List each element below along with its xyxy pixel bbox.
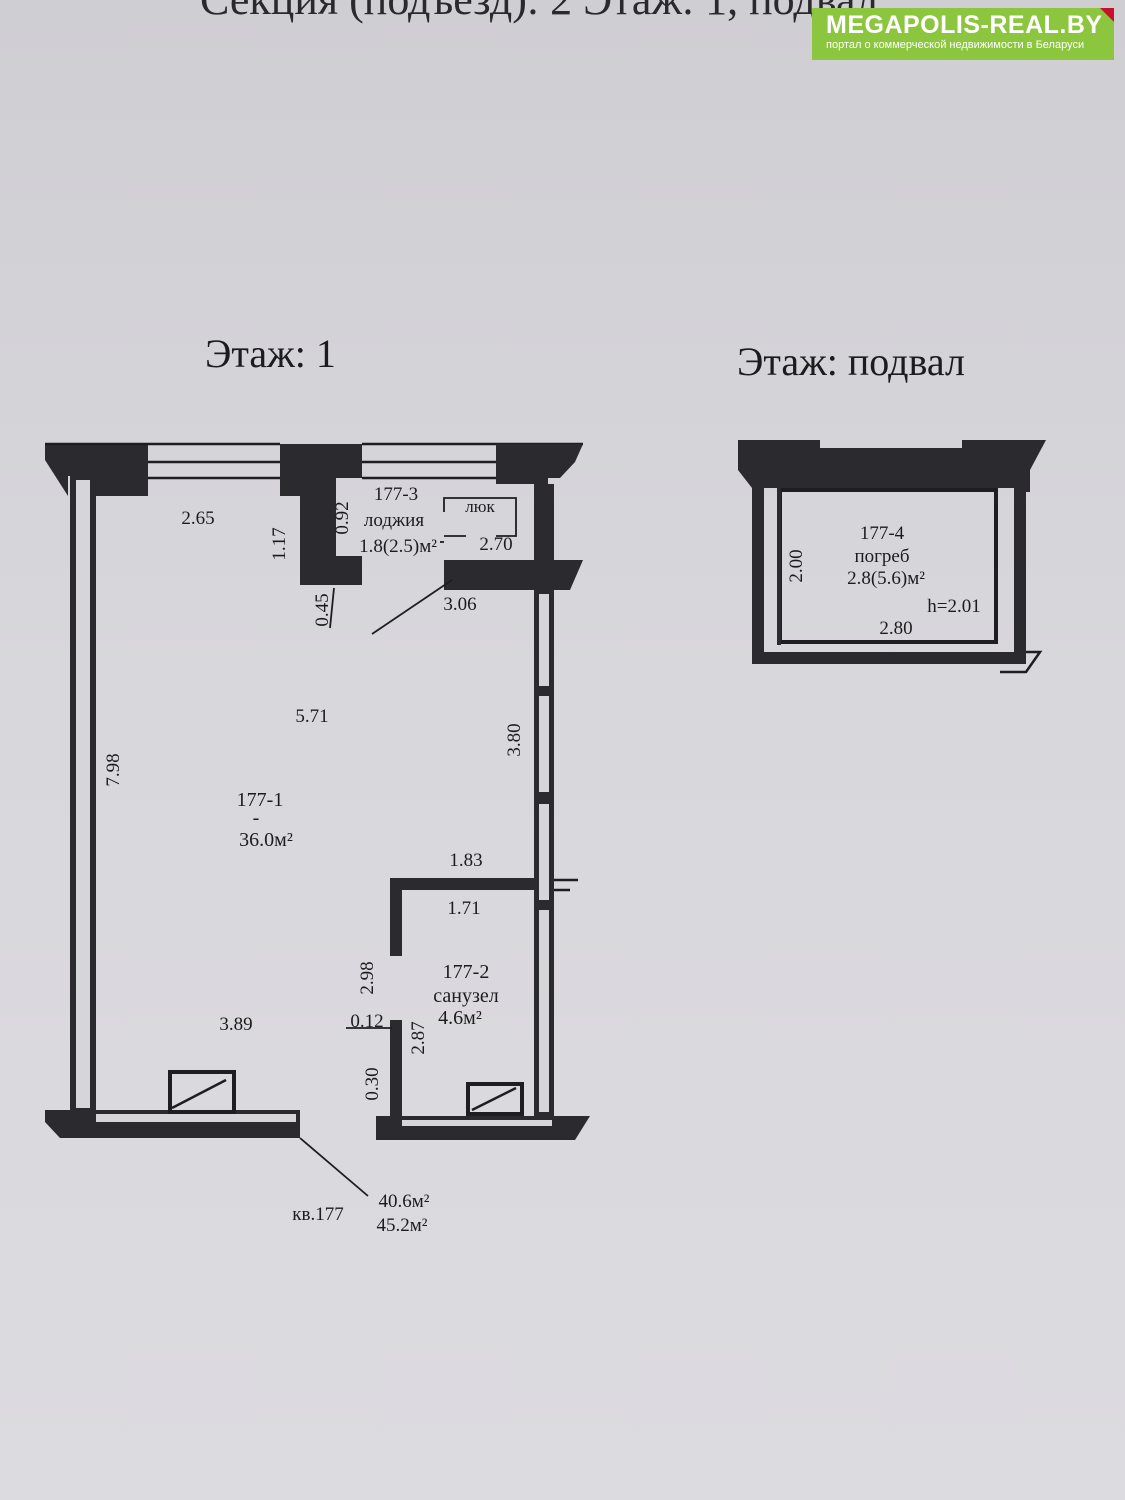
apartment-number: кв.177 xyxy=(292,1204,343,1225)
pier-2-inner xyxy=(539,696,549,792)
basement-outer-left xyxy=(752,488,764,662)
room-2-id: 177-2 xyxy=(443,961,490,983)
basement-outer-bottom xyxy=(752,652,1026,664)
dim-2-65: 2.65 xyxy=(181,508,214,529)
hatch-outline xyxy=(443,497,517,537)
top-wall-left-cap xyxy=(55,460,148,476)
dim-1-17: 1.17 xyxy=(269,527,290,560)
bottom-wall-right xyxy=(376,1116,590,1140)
dim-0-92: 0.92 xyxy=(332,501,353,534)
section-header: Секция (подъезд): 2 Этаж: 1, подвал xyxy=(200,0,1020,24)
apartment-living-area: 40.6м² xyxy=(379,1191,430,1212)
bottom-wall-right-inner xyxy=(402,1120,552,1126)
basement-plan xyxy=(738,440,1046,674)
vent-box-1-diag xyxy=(171,1078,227,1110)
pier-3-inner xyxy=(539,804,549,900)
dim-3-80: 3.80 xyxy=(504,723,525,756)
hatch-label: люк xyxy=(465,497,495,516)
basement-top-wall xyxy=(738,440,1046,660)
room-2-area: 4.6м² xyxy=(438,1007,482,1029)
loggia-wall xyxy=(444,560,583,590)
dim-2-70: 2.70 xyxy=(479,534,512,555)
room-1-area: 36.0м² xyxy=(239,829,293,851)
watermark-logo: MEGAPOLIS-REAL.BY портал о коммерческой … xyxy=(812,8,1114,60)
floor-1-title: Этаж: 1 xyxy=(205,331,336,376)
top-wall-right xyxy=(496,444,583,484)
right-wall-upper xyxy=(534,484,554,564)
leader-045 xyxy=(329,587,335,629)
pier-1-inner xyxy=(539,594,549,686)
dim-3-89: 3.89 xyxy=(219,1014,252,1035)
room-4-id: 177-4 xyxy=(860,523,905,544)
dim-5-71: 5.71 xyxy=(295,706,328,727)
dim-0-12: 0.12 xyxy=(350,1011,383,1032)
dimension-labels: 2.65 1.17 0.92 2.70 0.45 3.06 5.71 7.98 … xyxy=(103,501,913,1100)
room-3-name: лоджия xyxy=(364,510,424,531)
room-4-height: h=2.01 xyxy=(927,596,980,617)
watermark-title: MEGAPOLIS-REAL.BY xyxy=(826,11,1103,39)
apartment-totals: кв.177 40.6м² 45.2м² xyxy=(292,1191,430,1236)
leader-total xyxy=(299,1137,369,1197)
bathroom-top-wall xyxy=(390,878,534,956)
leader-306 xyxy=(371,579,453,635)
left-wall-inner xyxy=(76,480,90,1108)
basement-corner-step xyxy=(1000,650,1043,674)
dim-3-06: 3.06 xyxy=(443,594,476,615)
room-3-id: 177-3 xyxy=(374,484,418,505)
room-1-id: 177-1 xyxy=(237,789,284,811)
room-3-area: 1.8(2.5)м² xyxy=(359,536,437,557)
dim-2-98: 2.98 xyxy=(357,961,378,994)
dim-2-87: 2.87 xyxy=(408,1021,429,1054)
bottom-wall-left-inner xyxy=(96,1114,296,1122)
dim-2-00: 2.00 xyxy=(786,549,807,582)
floor-1-plan xyxy=(45,442,590,1197)
room-2-name: санузел xyxy=(433,985,498,1007)
room-labels: 177-3 лоджия 1.8(2.5)м² люк 177-1 - 36.0… xyxy=(237,484,981,1029)
vent-box-2-diag xyxy=(471,1086,517,1112)
watermark-corner-icon xyxy=(1100,8,1114,22)
apartment-total-area: 45.2м² xyxy=(377,1215,428,1236)
dim-1-71: 1.71 xyxy=(447,898,480,919)
dim-2-80: 2.80 xyxy=(879,618,912,639)
dim-7-98: 7.98 xyxy=(103,753,124,786)
dim-0-30: 0.30 xyxy=(362,1067,383,1100)
room-4-area: 2.8(5.6)м² xyxy=(847,568,925,589)
watermark-subtitle: портал о коммерческой недвижимости в Бел… xyxy=(826,39,1085,51)
floor-basement-title: Этаж: подвал xyxy=(737,339,965,384)
room-1-dash: - xyxy=(253,807,260,829)
basement-room-inner-frame xyxy=(777,487,781,645)
vent-box-2 xyxy=(466,1082,524,1116)
room-4-name: погреб xyxy=(854,546,909,567)
bathroom-left-wall xyxy=(390,1020,402,1116)
dim-0-45: 0.45 xyxy=(312,593,333,626)
right-wall-lower-inner xyxy=(539,910,549,1112)
vent-box-1 xyxy=(168,1070,236,1114)
top-wall-middle xyxy=(280,444,362,585)
dim-1-83: 1.83 xyxy=(449,850,482,871)
basement-outer-right xyxy=(1014,488,1026,664)
